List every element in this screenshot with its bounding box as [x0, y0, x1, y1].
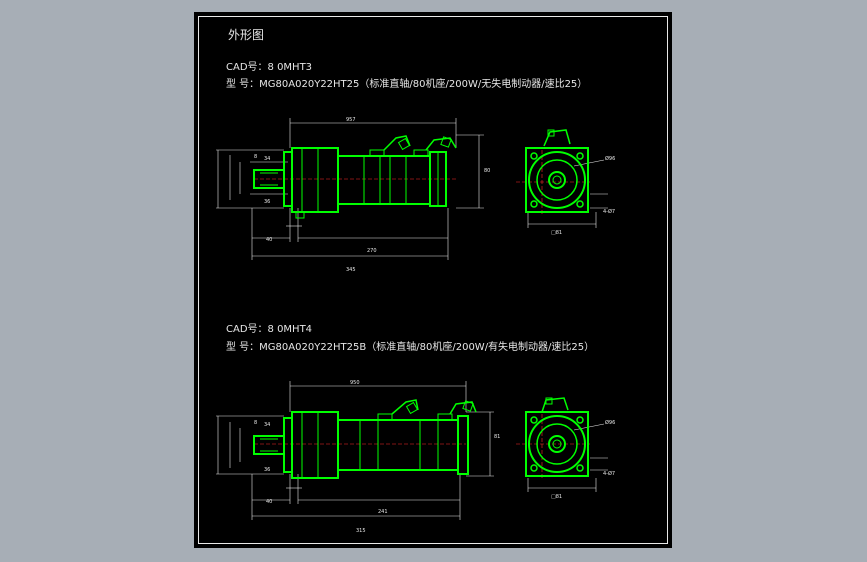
drawing-sheet: 外形图 CAD号：8 0MHT3 型 号：MG80A020Y22HT25（标准直…	[194, 12, 672, 548]
dim-holes-2: 4-Ø7	[603, 470, 615, 477]
dim-step-b-1: 36	[264, 199, 270, 205]
dim-bolt-circle-1: Ø96	[605, 155, 615, 162]
dim-top-length-2: 950	[350, 380, 360, 386]
dim-top-length-1: 957	[346, 117, 356, 123]
dim-step-a-1: 34	[264, 156, 270, 162]
model-number-2: 型 号：MG80A020Y22HT25B（标准直轴/80机座/200W/有失电制…	[226, 342, 595, 353]
dim-step-a-2: 34	[264, 422, 270, 428]
dimension-lines-1	[216, 118, 608, 260]
dim-flange-2: □81	[551, 494, 562, 500]
dim-shaft-length-1: 40	[266, 237, 272, 243]
dim-total-length-2: 315	[356, 528, 366, 534]
end-view-2	[525, 397, 589, 477]
dimension-labels-1: 957 270 345 40 34 36 8 80 □81 Ø96 4-Ø7	[254, 117, 615, 273]
dim-holes-1: 4-Ø7	[603, 208, 615, 215]
sheet-border	[198, 16, 668, 544]
dim-shaft-length-2: 40	[266, 499, 272, 505]
motor-drawing-1	[216, 118, 608, 260]
dim-total-length-1: 345	[346, 267, 356, 273]
dimension-labels-2: 950 241 315 40 34 36 8 81 □81 Ø96 4-Ø7	[254, 380, 615, 534]
dim-height-2: 81	[494, 434, 500, 440]
cad-number-2: CAD号：8 0MHT4	[226, 324, 313, 335]
dim-key-width-2: 8	[254, 420, 257, 426]
motor-outline-2	[253, 399, 477, 479]
dim-height-1: 80	[484, 168, 490, 174]
sheet-title: 外形图	[228, 28, 265, 42]
dim-bolt-circle-2: Ø96	[605, 419, 615, 426]
dimension-lines-2	[216, 381, 608, 520]
dim-front-length-2: 241	[378, 509, 388, 515]
model-number-1: 型 号：MG80A020Y22HT25（标准直轴/80机座/200W/无失电制动…	[226, 79, 588, 90]
motor-drawing-2	[216, 381, 608, 520]
dim-step-b-2: 36	[264, 467, 270, 473]
cad-number-1: CAD号：8 0MHT3	[226, 62, 313, 73]
dim-flange-1: □81	[551, 230, 562, 236]
end-view-1	[525, 129, 589, 213]
dim-key-width-1: 8	[254, 154, 257, 160]
motor-outline-1	[253, 135, 457, 219]
dim-front-length-1: 270	[367, 248, 377, 254]
